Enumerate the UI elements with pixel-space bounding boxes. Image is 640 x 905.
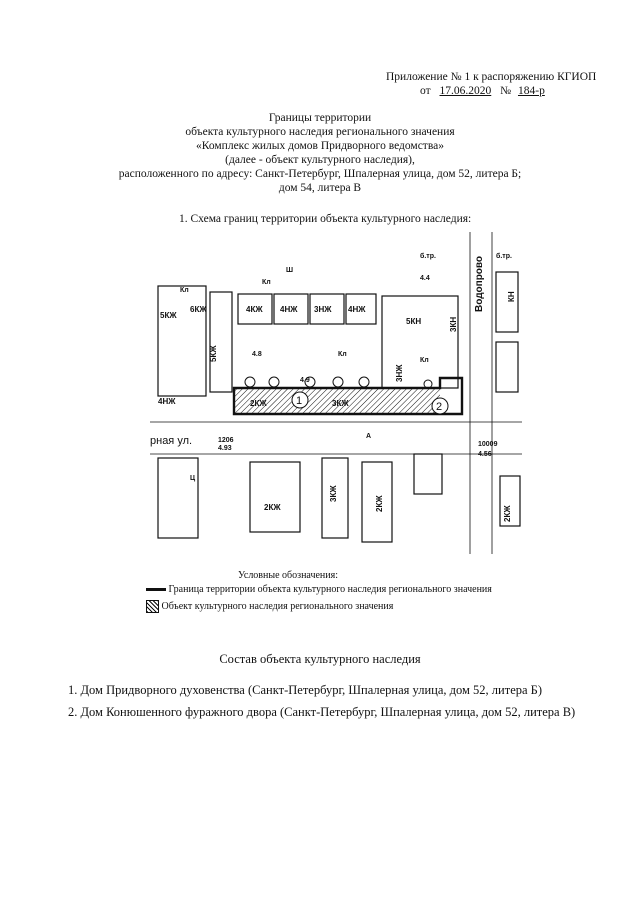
svg-text:4НЖ: 4НЖ [158, 397, 176, 406]
legend-item-1-label: Граница территории объекта культурного н… [168, 584, 492, 595]
svg-text:Кл: Кл [338, 351, 347, 358]
svg-text:2КЖ: 2КЖ [250, 399, 267, 408]
svg-text:4.93: 4.93 [218, 445, 232, 452]
title-line-4: (далее - объект культурного наследия), [225, 154, 415, 166]
order-date: 17.06.2020 [439, 85, 492, 97]
svg-text:2КЖ: 2КЖ [264, 503, 281, 512]
date-prefix: от [420, 85, 431, 97]
svg-text:4.8: 4.8 [252, 351, 262, 358]
scheme-heading: 1. Схема границ территории объекта культ… [179, 213, 472, 225]
svg-text:5КЖ: 5КЖ [209, 345, 218, 362]
svg-text:Ц: Ц [190, 475, 196, 482]
hatch-swatch [146, 600, 159, 613]
map-buildings [157, 271, 521, 543]
title-line-2: объекта культурного наследия регионально… [185, 126, 455, 138]
svg-text:4КЖ: 4КЖ [246, 305, 263, 314]
svg-text:4НЖ: 4НЖ [280, 305, 298, 314]
map-courtyard-circles [244, 376, 433, 389]
svg-text:2КЖ: 2КЖ [375, 495, 384, 512]
title-line-3: «Комплекс жилых домов Придворного ведомс… [196, 140, 444, 152]
title-line-6: дом 54, литера В [278, 182, 362, 194]
title-line-1: Границы территории [268, 112, 372, 124]
svg-text:3НЖ: 3НЖ [314, 305, 332, 314]
svg-text:4.56: 4.56 [478, 451, 492, 458]
svg-text:4.9: 4.9 [300, 377, 310, 384]
svg-text:Кл: Кл [180, 287, 189, 294]
legend-title: Условные обозначения: [238, 570, 339, 581]
composition-item-1: 1. Дом Придворного духовенства (Санкт-Пе… [68, 683, 543, 697]
number-prefix: № [500, 85, 512, 97]
svg-text:Водопрово: Водопрово [474, 256, 485, 312]
svg-text:б.тр.: б.тр. [420, 252, 436, 260]
svg-text:3НЖ: 3НЖ [395, 364, 404, 382]
map-heritage-objects [232, 376, 464, 416]
legend-item-object: Объект культурного наследия региональног… [146, 600, 393, 613]
svg-text:5КН: 5КН [406, 317, 421, 326]
appendix-title: Приложение № 1 к распоряжению КГИОП [386, 71, 597, 83]
svg-text:3КЖ: 3КЖ [332, 399, 349, 408]
svg-text:2: 2 [436, 401, 442, 413]
svg-text:б.тр.: б.тр. [496, 252, 512, 260]
map-roads [150, 232, 522, 554]
svg-text:КН: КН [507, 291, 516, 302]
svg-text:6КЖ: 6КЖ [190, 305, 207, 314]
composition-heading: Состав объекта культурного наследия [219, 652, 421, 666]
svg-text:Кл: Кл [420, 357, 429, 364]
composition-item-2: 2. Дом Конюшенного фуражного двора (Санк… [68, 705, 576, 719]
boundary-line-swatch [146, 588, 166, 592]
legend: Условные обозначения: Граница территории… [146, 570, 526, 614]
svg-text:1: 1 [296, 395, 302, 407]
map-drawing: 5КЖ 6КЖ 4КЖ 4НЖ 3НЖ 4НЖ 5КН 3КН КН 5КЖ 4НЖ 2… [150, 232, 522, 554]
order-number: 184-р [517, 85, 545, 97]
order-date-line: от 17.06.2020 № 184-р [420, 84, 549, 98]
svg-text:4.4: 4.4 [420, 275, 430, 282]
svg-text:5КЖ: 5КЖ [160, 311, 177, 320]
svg-text:4НЖ: 4НЖ [348, 305, 366, 314]
svg-text:1206: 1206 [218, 437, 234, 444]
legend-item-2-label: Объект культурного наследия региональног… [161, 600, 394, 612]
svg-text:10009: 10009 [478, 441, 498, 448]
svg-text:Ш: Ш [286, 267, 293, 274]
svg-text:А: А [366, 433, 371, 440]
title-line-5: расположенного по адресу: Санкт-Петербур… [118, 168, 522, 180]
svg-text:рная ул.: рная ул. [150, 435, 192, 447]
legend-item-boundary: Граница территории объекта культурного н… [146, 584, 492, 595]
svg-text:3КН: 3КН [449, 317, 458, 332]
svg-text:3КЖ: 3КЖ [329, 485, 338, 502]
svg-text:2КЖ: 2КЖ [503, 505, 512, 522]
boundary-map: 5КЖ 6КЖ 4КЖ 4НЖ 3НЖ 4НЖ 5КН 3КН КН 5КЖ 4НЖ 2… [150, 232, 522, 554]
svg-text:Кл: Кл [262, 279, 271, 286]
